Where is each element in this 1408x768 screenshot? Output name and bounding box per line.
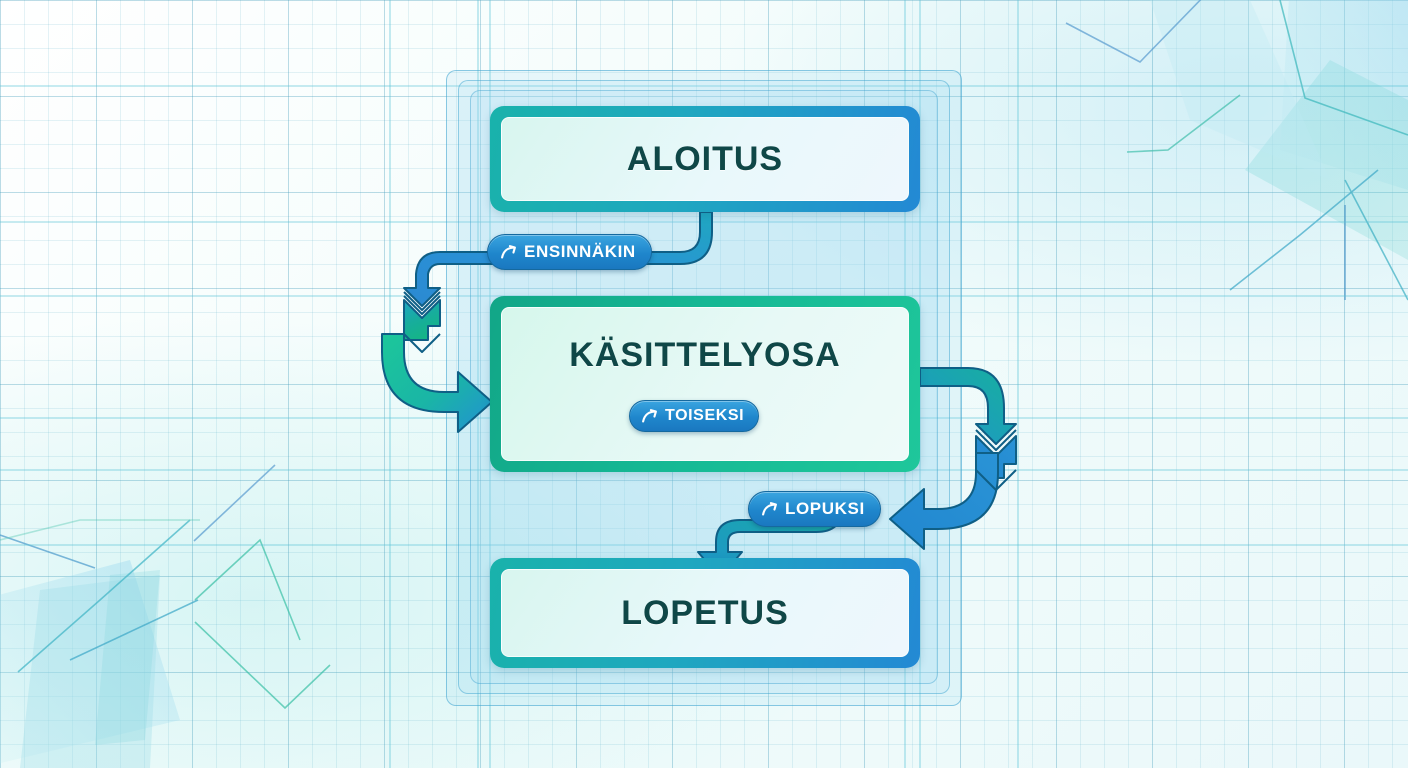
connector-label-lopuksi[interactable]: LOPUKSI xyxy=(748,491,881,527)
connector-label-lopuksi-text: LOPUKSI xyxy=(785,499,865,518)
curved-arrow-icon xyxy=(762,501,777,516)
node-end-label: LOPETUS xyxy=(621,593,789,632)
node-process-inner: KÄSITTELYOSA xyxy=(501,307,909,461)
node-process[interactable]: KÄSITTELYOSA xyxy=(490,296,920,472)
curved-arrow-icon xyxy=(501,244,516,259)
connector-label-toiseksi-text: TOISEKSI xyxy=(665,407,745,424)
connector-label-ensinnakin[interactable]: ENSINNÄKIN xyxy=(487,234,652,270)
node-end-inner: LOPETUS xyxy=(501,569,909,657)
node-start-inner: ALOITUS xyxy=(501,117,909,201)
node-start[interactable]: ALOITUS xyxy=(490,106,920,212)
node-process-label: KÄSITTELYOSA xyxy=(569,335,841,374)
node-end[interactable]: LOPETUS xyxy=(490,558,920,668)
connector-label-ensinnakin-text: ENSINNÄKIN xyxy=(524,242,636,261)
connector-label-toiseksi[interactable]: TOISEKSI xyxy=(629,400,760,432)
curved-arrow-icon xyxy=(642,408,657,423)
node-start-label: ALOITUS xyxy=(626,139,784,178)
